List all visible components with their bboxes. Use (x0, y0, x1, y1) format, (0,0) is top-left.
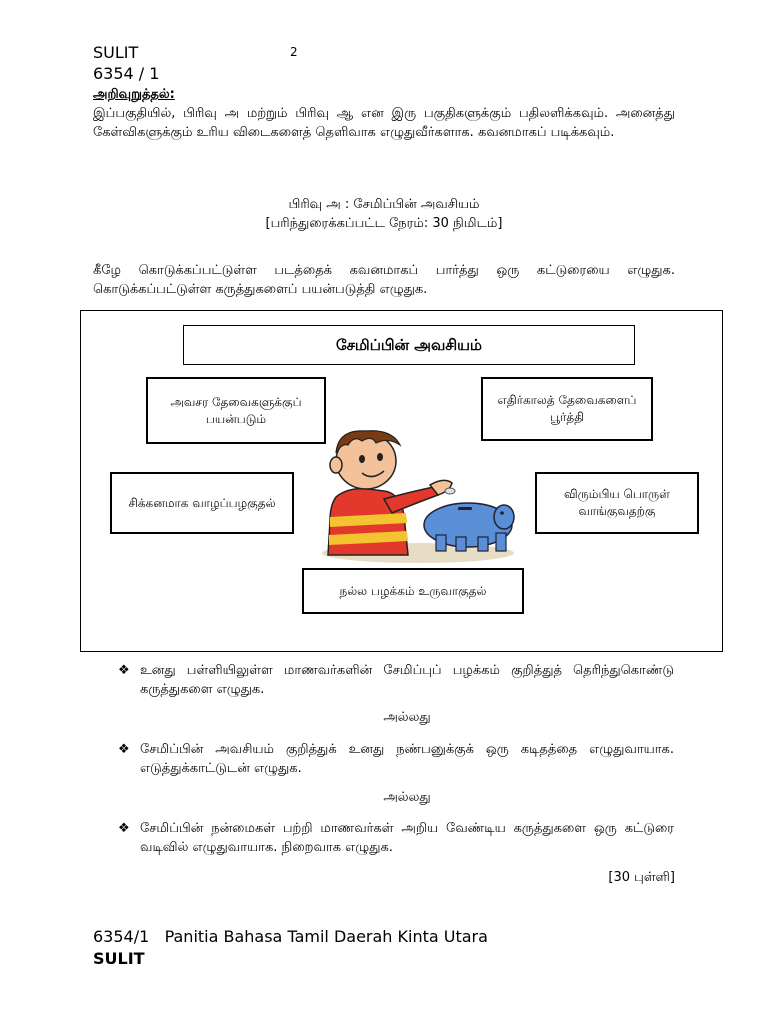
diagram-box-mid-left: சிக்கனமாக வாழப்பழகுதல் (110, 472, 294, 534)
bullet-text-2: சேமிப்பின் அவசியம் குறித்துக் உனது நண்பன… (140, 742, 674, 776)
boy-piggy-bank-illustration (322, 430, 515, 563)
footer-line: 6354/1 Panitia Bahasa Tamil Daerah Kinta… (93, 927, 488, 947)
section-title: பிரிவு அ : சேமிப்பின் அவசியம் (288, 197, 480, 212)
diagram-box-top-left: அவசர தேவைகளுக்குப் பயன்படும் (146, 377, 326, 444)
diagram-frame (80, 310, 723, 652)
diagram-box-bottom: நல்ல பழக்கம் உருவாகுதல் (302, 568, 524, 614)
question-intro: கீழே கொடுக்கப்பட்டுள்ள படத்தைக் கவனமாகப்… (93, 263, 675, 297)
footer-org: Panitia Bahasa Tamil Daerah Kinta Utara (164, 927, 488, 946)
diamond-bullet-icon: ❖ (118, 742, 130, 757)
bullet-item-2: ❖ சேமிப்பின் அவசியம் குறித்துக் உனது நண்… (118, 740, 674, 778)
diagram-center-title: சேமிப்பின் அவசியம் (183, 325, 635, 365)
sulit-label-top: SULIT (93, 43, 139, 62)
bullet-text-1: உனது பள்ளியிலுள்ள மாணவர்களின் சேமிப்புப்… (140, 663, 674, 697)
page-number: 2 (290, 45, 298, 59)
diamond-bullet-icon: ❖ (118, 663, 130, 678)
bullet-item-1: ❖ உனது பள்ளியிலுள்ள மாணவர்களின் சேமிப்பு… (118, 661, 674, 699)
instructions-heading: அறிவுறுத்தல்: (93, 87, 175, 102)
sulit-label-bottom: SULIT (93, 949, 145, 968)
or-separator-1: அல்லது (383, 710, 431, 725)
bullet-text-3: சேமிப்பின் நன்மைகள் பற்றி மாணவர்கள் அறிய… (140, 821, 674, 855)
bullet-item-3: ❖ சேமிப்பின் நன்மைகள் பற்றி மாணவர்கள் அற… (118, 819, 674, 857)
instructions-text: இப்பகுதியில், பிரிவு அ மற்றும் பிரிவு ஆ … (93, 106, 675, 140)
diagram-box-top-right: எதிர்காலத் தேவைகளைப் பூர்த்தி (481, 377, 653, 441)
section-time-note: [பரிந்துரைக்கப்பட்ட நேரம்: 30 நிமிடம்] (265, 216, 503, 231)
diamond-bullet-icon: ❖ (118, 821, 130, 836)
diagram-box-mid-right: விரும்பிய பொருள் வாங்குவதற்கு (535, 472, 699, 534)
footer-code: 6354/1 (93, 927, 150, 946)
or-separator-2: அல்லது (383, 790, 431, 805)
total-marks: [30 புள்ளி] (608, 870, 675, 885)
paper-code: 6354 / 1 (93, 64, 160, 83)
